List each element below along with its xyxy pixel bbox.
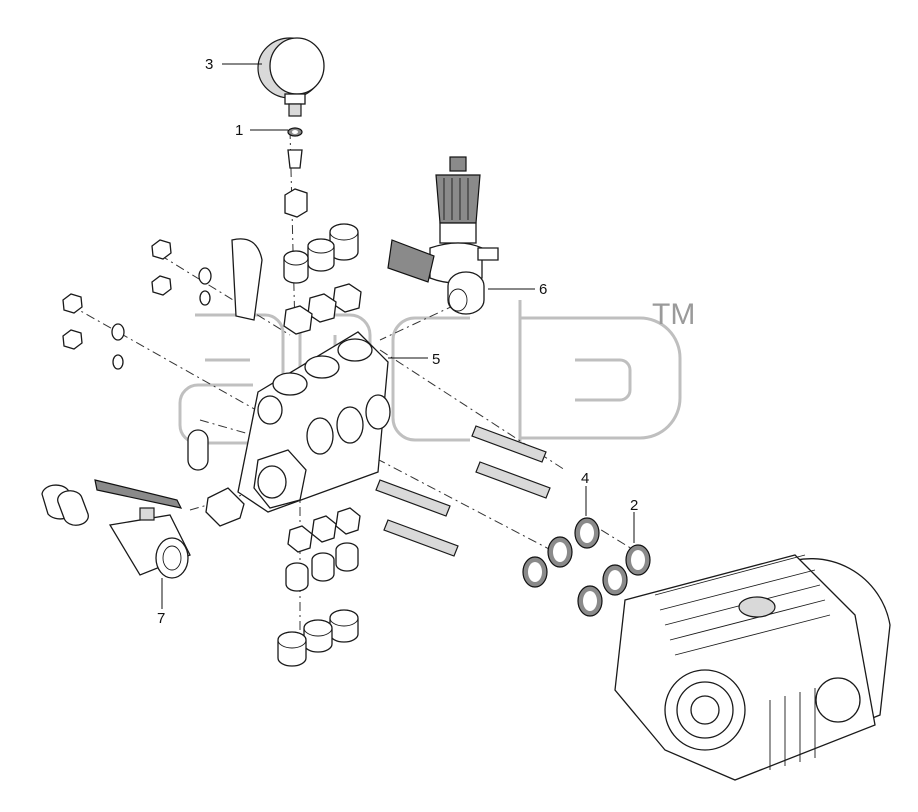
leader-lines [161, 63, 635, 609]
callout-5: 5 [432, 351, 440, 368]
pressure-gauge-icon [257, 37, 325, 117]
callout-labels: 3 1 6 5 4 2 7 [157, 56, 638, 627]
manifold-icon [187, 331, 391, 513]
callout-6: 6 [539, 281, 547, 298]
trademark-mark: TM [652, 298, 695, 331]
callout-1: 1 [235, 122, 243, 139]
callout-4: 4 [581, 470, 589, 487]
ball-valve-icon [41, 479, 245, 579]
upper-valve-caps [283, 223, 362, 335]
gauge-adapter [287, 149, 303, 169]
gauge-washer [287, 127, 303, 137]
callout-3: 3 [205, 56, 213, 73]
callout-2: 2 [630, 497, 638, 514]
hex-nipple [284, 188, 308, 218]
callout-7: 7 [157, 610, 165, 627]
lower-valve-parts [277, 507, 361, 667]
seal-rings [522, 517, 651, 617]
pistons [375, 425, 551, 557]
unloader-valve-icon [387, 156, 499, 315]
pump-crankcase-icon [614, 554, 891, 781]
nuts-and-washers [62, 238, 263, 370]
